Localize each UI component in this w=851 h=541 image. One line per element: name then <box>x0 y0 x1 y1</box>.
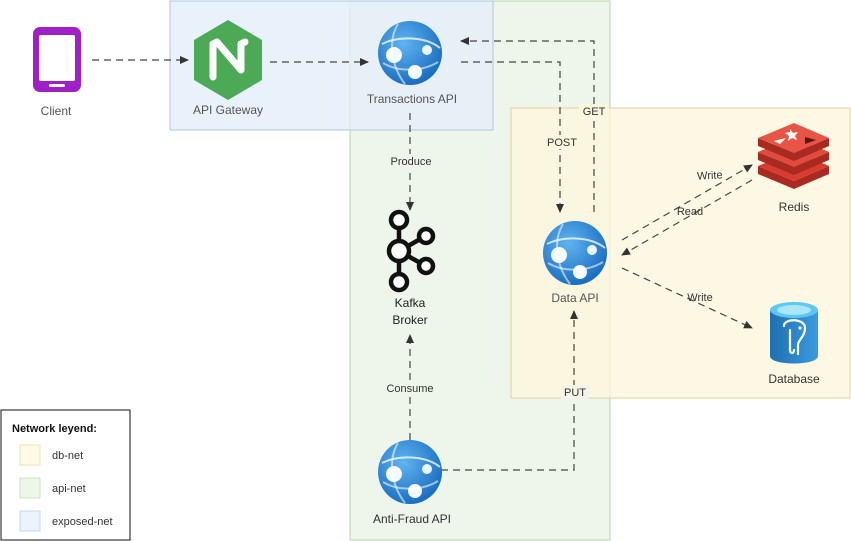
legend-item-api-net: api-net <box>52 483 86 495</box>
consume-label: Consume <box>386 383 433 395</box>
put-label: PUT <box>564 387 586 399</box>
edge-dataapi-redis-write <box>621 164 753 241</box>
write-db-label: Write <box>687 292 712 304</box>
data-api-node[interactable]: Data API <box>543 221 607 305</box>
mobile-device-icon <box>33 27 81 92</box>
redis-node[interactable]: Redis <box>758 123 829 214</box>
edge-transactions-dataapi <box>461 61 564 213</box>
antifraud-node[interactable]: Anti-Fraud API <box>373 440 451 526</box>
produce-label: Produce <box>391 156 432 168</box>
gateway-node[interactable]: API Gateway <box>193 20 263 117</box>
post-label: POST <box>547 137 577 149</box>
redis-label: Redis <box>779 200 810 214</box>
postgres-database-icon <box>770 302 818 364</box>
edge-redis-dataapi-read <box>621 179 753 256</box>
kafka-node[interactable]: Kafka Broker <box>386 209 436 327</box>
write-redis-label: Write <box>697 169 723 182</box>
database-label: Database <box>768 372 820 386</box>
gateway-label: API Gateway <box>193 103 263 117</box>
transactions-node[interactable]: Transactions API <box>367 21 457 106</box>
nginx-icon <box>194 20 262 100</box>
legend-title: Network leyend: <box>12 423 97 435</box>
legend-swatch-exposed-net <box>19 510 41 532</box>
transactions-label: Transactions API <box>367 92 457 106</box>
read-redis-label: Read <box>677 206 703 218</box>
edge-labels: Produce Consume POST GET PUT Write Read … <box>384 104 723 399</box>
legend-item-db-net: db-net <box>52 450 83 462</box>
database-node[interactable]: Database <box>768 302 820 386</box>
web-app-icon <box>543 221 607 285</box>
client-node[interactable]: Client <box>33 27 81 118</box>
edge-dataapi-transactions <box>460 37 595 212</box>
kafka-label-line1: Kafka <box>395 296 426 310</box>
legend-swatch-db-net <box>19 444 41 466</box>
data-api-label: Data API <box>551 291 598 305</box>
network-legend: Network leyend: db-net api-net exposed-n… <box>0 409 131 541</box>
antifraud-label: Anti-Fraud API <box>373 512 451 526</box>
get-label: GET <box>583 106 606 118</box>
legend-swatch-api-net <box>19 477 41 499</box>
web-app-icon <box>378 21 442 85</box>
legend-item-exposed-net: exposed-net <box>52 516 113 528</box>
kafka-icon <box>386 209 436 293</box>
web-app-icon <box>378 440 442 504</box>
client-label: Client <box>41 104 72 118</box>
kafka-label-line2: Broker <box>392 313 427 327</box>
redis-icon <box>758 123 829 189</box>
edge-antifraud-dataapi <box>441 310 578 471</box>
